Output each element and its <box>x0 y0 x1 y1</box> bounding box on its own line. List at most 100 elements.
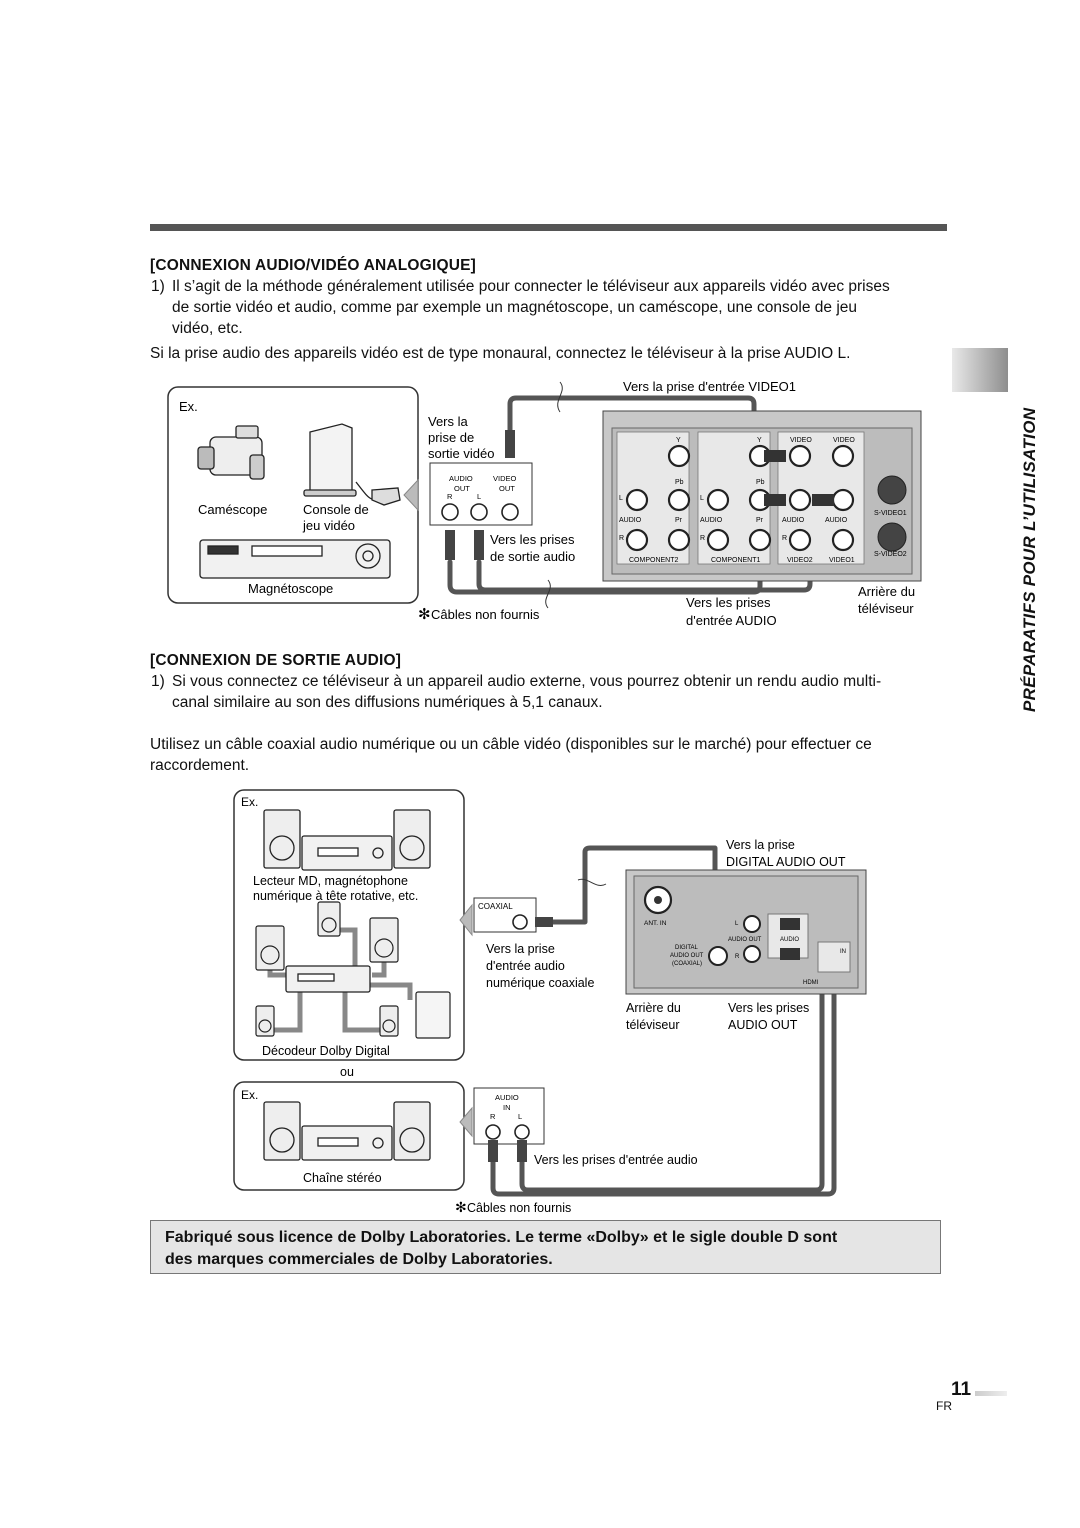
camcorder-icon <box>197 425 265 480</box>
coaxial-label: COAXIAL <box>478 902 513 911</box>
video-plug-icon <box>505 430 515 458</box>
audio-l-jack <box>470 503 488 521</box>
dolby-notice-box: Fabriqué sous licence de Dolby Laborator… <box>150 1220 941 1274</box>
svg-text:IN: IN <box>840 949 846 955</box>
paragraph-note: Utilisez un câble coaxial audio numériqu… <box>150 736 872 753</box>
svg-text:AUDIO: AUDIO <box>619 517 642 524</box>
jack-audio-label: AUDIO <box>449 474 473 483</box>
svg-text:AUDIO: AUDIO <box>780 937 799 943</box>
paragraph-line: vidéo, etc. <box>172 320 243 337</box>
analog-connection-diagram: Ex. Caméscope Console de jeu vidéo Magné… <box>167 379 922 628</box>
section-divider-bar <box>150 224 947 231</box>
coaxial-jack <box>512 914 528 930</box>
receiver-icon <box>301 835 393 871</box>
audio-plug-icon <box>445 530 455 560</box>
audio-out-label-line2: de sortie audio <box>490 549 575 564</box>
coax-label-line1: Vers la prise <box>486 942 555 956</box>
console-label-line2: jeu vidéo <box>302 518 355 533</box>
in-label: IN <box>503 1103 511 1112</box>
svg-text:Y: Y <box>757 437 762 444</box>
section-heading-audio-out: [CONNEXION DE SORTIE AUDIO] <box>150 652 402 669</box>
notice-line: des marques commerciales de Dolby Labora… <box>165 1251 553 1268</box>
video2-label: VIDEO2 <box>787 557 813 564</box>
video1-label: VIDEO1 <box>829 557 855 564</box>
audio-out-label-line2: AUDIO OUT <box>728 1018 798 1032</box>
vcr-icon <box>199 539 391 579</box>
audio-in-l-jack <box>514 1124 530 1140</box>
md-player-label-line2: numérique à tête rotative, etc. <box>253 889 418 903</box>
audio-cables <box>490 845 837 1197</box>
jack-out-label: OUT <box>499 484 515 493</box>
tv-rear-label-line2: téléviseur <box>626 1018 680 1032</box>
svg-text:AUDIO: AUDIO <box>700 517 723 524</box>
audio-in-prises-label: Vers les prises d'entrée audio <box>534 1153 698 1167</box>
audio-plug-icon <box>517 1140 527 1162</box>
vcr-label: Magnétoscope <box>248 581 333 596</box>
audio-plug-icon <box>474 530 484 560</box>
item-number: 1) <box>151 278 165 295</box>
svg-text:L: L <box>619 495 623 502</box>
paragraph-line: Il s’agit de la méthode généralement uti… <box>172 278 890 295</box>
cable-break-mark <box>557 381 563 413</box>
svg-text:VIDEO: VIDEO <box>833 437 855 444</box>
svg-text:HDMI: HDMI <box>803 980 819 986</box>
audio-output-diagram: Ex. Lecteur MD, magnétophone numérique à… <box>233 789 867 1215</box>
svg-text:L: L <box>700 495 704 502</box>
svg-text:(COAXIAL): (COAXIAL) <box>672 961 702 967</box>
video1-input-label: Vers la prise d'entrée VIDEO1 <box>623 379 796 394</box>
svg-text:AUDIO OUT: AUDIO OUT <box>728 937 762 943</box>
digital-out-jack <box>708 946 728 966</box>
cables-note: Câbles non fournis <box>431 607 540 622</box>
decoder-icon <box>285 965 371 993</box>
digital-out-label-line2: DIGITAL AUDIO OUT <box>726 855 846 869</box>
svg-text:AUDIO: AUDIO <box>782 517 805 524</box>
audio-in-r-jack <box>485 1124 501 1140</box>
audio-out-label-line1: Vers les prises <box>490 532 575 547</box>
paragraph-line: canal similaire au son des diffusions nu… <box>172 694 603 711</box>
plug-icon <box>764 494 786 506</box>
side-tab-marker <box>952 348 1008 392</box>
arrow-pointer-icon <box>459 1106 473 1138</box>
coax-plug-icon <box>535 917 553 927</box>
plug-icon <box>780 948 800 960</box>
page-number: 11 <box>951 1379 972 1400</box>
section-heading-analog: [CONNEXION AUDIO/VIDÉO ANALOGIQUE] <box>150 257 476 274</box>
video-out-jack <box>501 503 519 521</box>
svg-text:VIDEO: VIDEO <box>790 437 812 444</box>
audio-in-label-line2: d'entrée AUDIO <box>686 613 777 628</box>
svg-text:AUDIO OUT: AUDIO OUT <box>670 953 704 959</box>
paragraph-line: Si vous connectez ce téléviseur à un app… <box>172 673 882 690</box>
svg-text:Pr: Pr <box>756 517 764 524</box>
svg-text:R: R <box>700 535 705 542</box>
paragraph-line: de sortie vidéo et audio, comme par exem… <box>172 299 858 316</box>
asterisk-icon: ✻ <box>418 606 431 623</box>
video-out-label-line2: prise de <box>428 430 474 445</box>
coax-label-line2: d'entrée audio <box>486 959 565 973</box>
svg-text:Pb: Pb <box>675 479 684 486</box>
cable-break-mark <box>577 878 607 886</box>
svg-text:R: R <box>735 954 740 960</box>
example-label: Ex. <box>241 795 258 809</box>
coax-label-line3: numérique coaxiale <box>486 976 594 990</box>
audio-r-jack <box>441 503 459 521</box>
svideo1-jack <box>877 475 907 505</box>
paragraph-note: raccordement. <box>150 757 250 774</box>
page-number-bar <box>975 1391 1007 1396</box>
example-label: Ex. <box>241 1088 258 1102</box>
svg-text:R: R <box>619 535 624 542</box>
plug-icon <box>812 494 834 506</box>
audio-in-panel <box>473 1087 545 1145</box>
audio-in-label-line1: Vers les prises <box>686 595 771 610</box>
svg-text:L: L <box>735 921 739 927</box>
tv-rear-label-line1: Arrière du <box>858 584 915 599</box>
l-label: L <box>518 1112 522 1121</box>
md-player-label-line1: Lecteur MD, magnétophone <box>253 874 408 888</box>
component1-label: COMPONENT1 <box>711 557 761 564</box>
or-label: ou <box>340 1065 354 1079</box>
tv-rear-label-line1: Arrière du <box>626 1001 681 1015</box>
decoder-label: Décodeur Dolby Digital <box>262 1044 390 1058</box>
video-out-label-line1: Vers la <box>428 414 469 429</box>
stereo-frame <box>233 1081 465 1191</box>
svg-text:R: R <box>782 535 787 542</box>
speaker-icon <box>263 809 431 869</box>
